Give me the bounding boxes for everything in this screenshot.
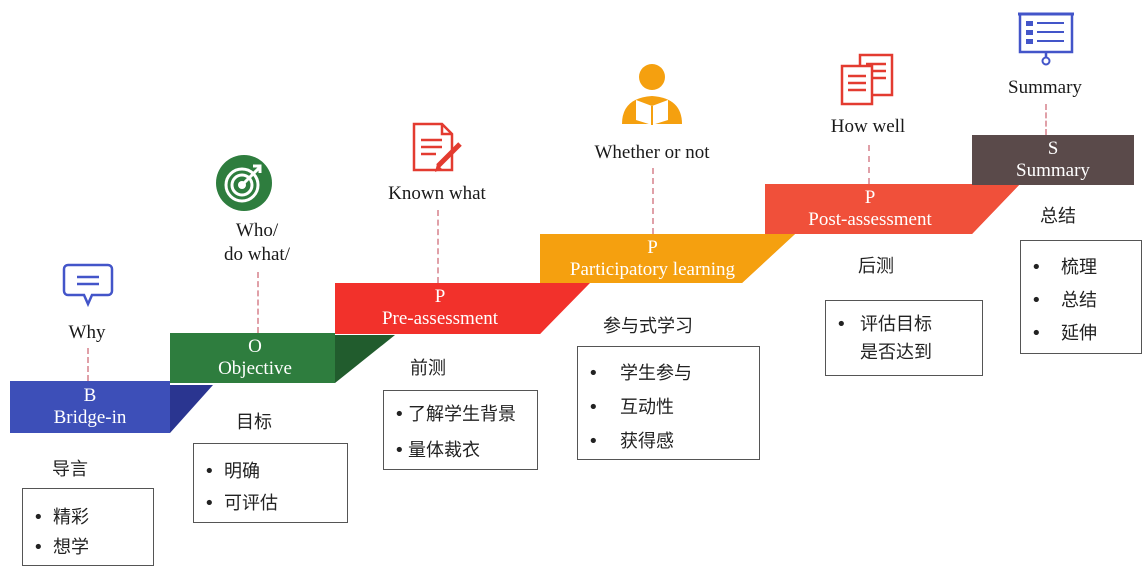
question-why: Why [68, 322, 106, 343]
dash-o [257, 272, 259, 333]
question-known-what: Known what [388, 183, 486, 204]
connector-b-o [170, 385, 213, 433]
bullet-item: 总结 [1021, 284, 1141, 317]
presentation-board-icon [1018, 12, 1074, 66]
bar-summary [972, 135, 1134, 185]
step-letter: P [434, 286, 446, 307]
question-summary: Summary [1008, 77, 1082, 98]
bullet-item: 精彩 [23, 503, 153, 533]
documents-icon [840, 53, 894, 106]
bullet-box-p3: • 评估目标是否达到 [825, 300, 983, 376]
cn-label-p2: 参与式学习 [603, 316, 693, 337]
bar-text-o: O Objective [170, 336, 340, 380]
document-pen-icon [412, 122, 462, 172]
bar-objective [170, 333, 335, 383]
bar-text-p2: P Participatory learning [540, 237, 765, 281]
step-letter: S [1047, 138, 1059, 159]
step-title: Participatory learning [569, 259, 736, 280]
target-icon [216, 155, 272, 211]
bullet-item: 延伸 [1021, 317, 1141, 350]
question-how-well: How well [830, 116, 906, 137]
connector-o-p1 [335, 335, 395, 383]
bullet-item: 想学 [23, 533, 153, 563]
cn-label-p3: 后测 [858, 256, 894, 277]
step-letter: B [83, 385, 97, 406]
question-line: do what/ [224, 244, 290, 265]
step-title: Objective [218, 358, 292, 379]
step-letter: O [248, 336, 262, 357]
step-title: Pre-assessment [381, 308, 499, 329]
step-title: Post-assessment [808, 209, 932, 230]
bullet-item: 明确 [194, 456, 347, 488]
chat-bubble-icon [62, 263, 114, 308]
cn-label-s: 总结 [1040, 206, 1076, 227]
step-letter: P [864, 187, 876, 208]
bullet-item: 了解学生背景 [384, 397, 537, 433]
step-title: Summary [1016, 160, 1090, 181]
bar-text-s: S Summary [972, 138, 1134, 182]
step-title: Bridge-in [53, 407, 127, 428]
bullet-box-p2: 学生参与 互动性 获得感 [577, 346, 760, 460]
bullet-item: 学生参与 [578, 357, 759, 391]
step-letter: P [647, 237, 658, 258]
dash-p1 [437, 210, 439, 283]
cn-label-b: 导言 [52, 459, 88, 480]
bullet-item: 可评估 [194, 488, 347, 520]
bullet-box-b: 精彩 想学 [22, 488, 154, 566]
question-who: Who/ do what/ [197, 219, 317, 267]
bullet-item: 获得感 [578, 425, 759, 459]
bullet-item: 互动性 [578, 391, 759, 425]
dash-b [87, 348, 89, 381]
dash-s [1045, 104, 1047, 135]
bar-post-assessment [765, 184, 1020, 234]
bar-text-b: B Bridge-in [10, 385, 170, 429]
reader-icon [622, 64, 682, 125]
question-line: Who/ [235, 220, 279, 241]
bullet-item: 量体裁衣 [384, 433, 537, 469]
bullet-box-s: 梳理 总结 延伸 [1020, 240, 1142, 354]
bar-bridge-in [10, 381, 170, 433]
cn-label-o: 目标 [236, 412, 272, 433]
dash-p3 [868, 145, 870, 184]
bar-text-p3: P Post-assessment [790, 187, 950, 231]
bullet-box-o: 明确 可评估 [193, 443, 348, 523]
dash-p2 [652, 168, 654, 234]
bar-text-p1: P Pre-assessment [360, 286, 520, 330]
bar-pre-assessment [335, 283, 590, 334]
question-whether-or-not: Whether or not [594, 142, 710, 163]
bullet-item: 梳理 [1021, 251, 1141, 284]
bullet-box-p1: 了解学生背景 量体裁衣 [383, 390, 538, 470]
cn-label-p1: 前测 [410, 358, 446, 379]
bar-participatory [540, 234, 795, 283]
bullet-item: 评估目标是否达到 [860, 314, 932, 363]
